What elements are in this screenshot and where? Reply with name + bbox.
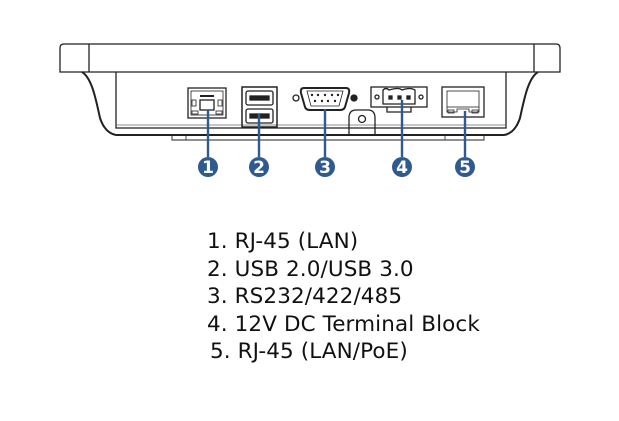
- legend-item-1: 1. RJ-45 (LAN): [207, 229, 359, 254]
- callout-badge-4: [392, 157, 412, 177]
- callout-number-5: 5: [459, 158, 471, 178]
- legend-item-4: 4. 12V DC Terminal Block: [207, 311, 480, 337]
- callout-number-2: 2: [253, 158, 265, 178]
- legend-item-5: 5. RJ-45 (LAN/PoE): [210, 339, 408, 364]
- legend-item-2: 2. USB 2.0/USB 3.0: [207, 256, 414, 282]
- db9-serial-port-icon: [292, 87, 358, 111]
- callout-badge-5: [455, 157, 475, 177]
- device-bezel: [59, 43, 561, 73]
- callout-badge-1: [198, 157, 218, 177]
- rj45-poe-port-icon: [441, 86, 485, 118]
- callout-number-1: 1: [202, 158, 214, 178]
- terminal-block-icon: [370, 86, 428, 113]
- callout-number-4: 4: [396, 158, 408, 178]
- port-legend: 1. RJ-45 (LAN) 2. USB 2.0/USB 3.0 3. RS2…: [207, 228, 480, 366]
- callout-group: 1 2 3 4 5: [198, 100, 475, 178]
- callout-badge-3: [315, 157, 335, 177]
- callout-badge-2: [249, 157, 269, 177]
- callout-number-3: 3: [319, 158, 331, 178]
- device-housing: [81, 71, 539, 141]
- legend-item-3: 3. RS232/422/485: [207, 284, 403, 309]
